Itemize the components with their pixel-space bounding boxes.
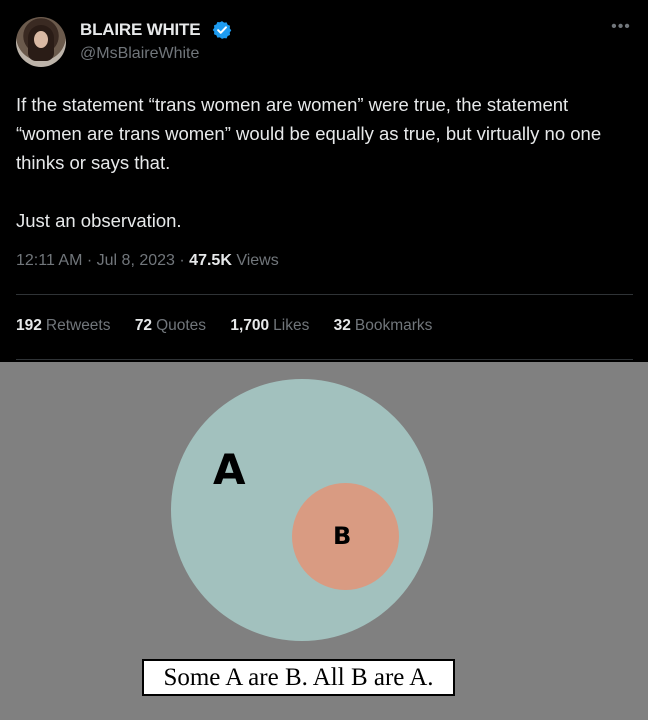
tweet-date[interactable]: Jul 8, 2023	[96, 252, 175, 269]
retweets-count: 192	[16, 317, 42, 334]
bookmarks-label: Bookmarks	[354, 317, 433, 334]
quotes-count: 72	[134, 317, 153, 334]
separator: ·	[86, 252, 93, 269]
bookmarks-count: 32	[333, 317, 351, 334]
avatar-face	[34, 31, 48, 48]
tweet-metadata: 12:11 AM · Jul 8, 2023 · 47.5K Views	[16, 252, 279, 270]
avatar[interactable]	[16, 17, 66, 67]
likes-count: 1,700	[230, 317, 270, 334]
tweet-time[interactable]: 12:11 AM	[16, 252, 83, 269]
tweet-text: If the statement “trans women are women”…	[16, 90, 636, 235]
divider	[16, 359, 633, 360]
quotes-label: Quotes	[156, 317, 207, 334]
tweet-paragraph: If the statement “trans women are women”…	[16, 94, 602, 173]
display-name[interactable]: BLAIRE WHITE	[80, 20, 201, 39]
separator: ·	[179, 252, 185, 269]
retweets-label: Retweets	[45, 317, 111, 334]
views-count: 47.5K	[189, 252, 232, 269]
likes-label: Likes	[273, 317, 310, 334]
views-label: Views	[236, 252, 279, 269]
tweet-paragraph: Just an observation.	[16, 210, 182, 231]
venn-diagram-image: A B Some A are B. All B are A.	[0, 362, 648, 720]
divider	[16, 294, 633, 295]
more-options-icon[interactable]: •••	[611, 18, 631, 35]
set-b-circle	[292, 483, 399, 590]
verified-badge-icon	[212, 21, 232, 39]
user-handle[interactable]: @MsBlaireWhite	[80, 45, 200, 62]
diagram-caption: Some A are B. All B are A.	[142, 659, 455, 696]
set-b-label: B	[333, 522, 352, 550]
tweet-card: BLAIRE WHITE @MsBlaireWhite ••• If the s…	[16, 17, 636, 360]
set-a-label: A	[213, 445, 246, 494]
